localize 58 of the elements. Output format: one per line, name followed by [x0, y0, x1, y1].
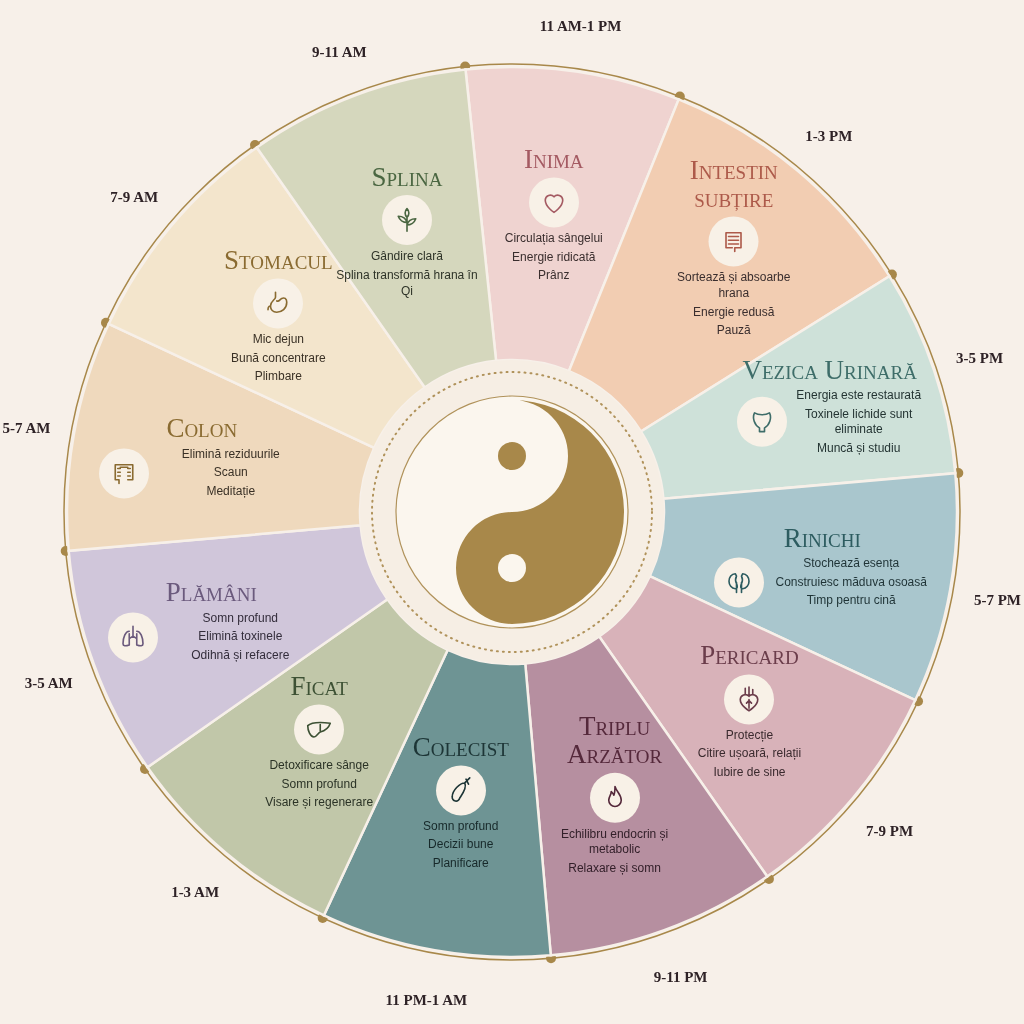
description-text: Citire ușoară, relații [697, 746, 802, 763]
description-text: Elimină toxinele [198, 629, 283, 646]
organ-title: Rinichi [783, 524, 861, 553]
organ-title: Pericard [700, 641, 799, 671]
time-label: 11 AM-1 PM [538, 11, 623, 36]
description-text: Somn profund [281, 777, 357, 793]
description-text: Somn profund [202, 611, 278, 627]
time-label: 9-11 PM [652, 963, 709, 988]
description-text: Meditație [206, 484, 256, 500]
description-text: Energie ridicată [512, 250, 596, 266]
organ-title: Plămâni [165, 578, 257, 608]
description-text: Decizii bune [428, 837, 494, 854]
description-text: Relaxare și somn [568, 860, 661, 877]
description-text: Detoxificare sânge [269, 758, 369, 775]
time-label: 9-11 AM [311, 38, 368, 63]
organ-title: Colon [166, 414, 238, 444]
description-text: Toxinele lichide sunt eliminate [804, 406, 914, 438]
description-text: Circulația sângelui [504, 231, 603, 248]
description-text: Stochează esența [803, 556, 900, 573]
description-text: Somn profund [423, 819, 499, 835]
time-label: 5-7 PM [972, 585, 1023, 610]
description-text: Bună concentrare [230, 351, 326, 367]
time-label: 3-5 AM [23, 668, 74, 693]
description-text: Sortează și absoarbe hrana [676, 270, 792, 303]
description-text: Muncă și studiu [817, 440, 901, 457]
description-text: Scaun [213, 465, 248, 482]
description-text: Energie redusă [693, 305, 775, 321]
description-text: Iubire de sine [713, 765, 786, 781]
description-text: Splina transformă hrana în Qi [335, 267, 479, 300]
time-label: 3-5 PM [954, 343, 1005, 368]
time-label: 7-9 PM [865, 816, 915, 841]
description-text: Energia este restaurată [796, 387, 922, 404]
organ-title: Triplu Arzător [566, 711, 664, 769]
time-label: 1-3 AM [170, 877, 221, 902]
description-text: Echilibru endocrin și metabolic [559, 826, 670, 858]
organ-title: Inima [523, 145, 584, 174]
organ-title: Stomacul [224, 246, 333, 275]
description-text: Mic dejun [252, 332, 304, 349]
description-text: Plimbare [254, 369, 302, 386]
description-text: Gândire clară [370, 249, 443, 265]
organ-title: Ficat [290, 672, 348, 701]
time-label: 7-9 AM [109, 183, 160, 208]
description-text: Pauză [716, 323, 751, 340]
time-label: 5-7 AM [1, 414, 52, 439]
description-text: Odihnă și refacere [191, 648, 290, 664]
description-text: Protecție [725, 728, 774, 744]
organ-title: Intestin subțire [688, 156, 779, 213]
time-label: 11 PM-1 AM [384, 985, 469, 1010]
description-text: Elimină reziduurile [181, 447, 280, 463]
description-text: Construiesc măduva osoasă [775, 575, 927, 591]
organ-title: Splina [371, 162, 443, 192]
organ-title: Vezica Urinară [742, 355, 917, 384]
description-text: Planificare [432, 856, 489, 873]
time-label: 1-3 PM [804, 122, 854, 147]
organ-title: Colecist [412, 732, 509, 762]
description-text: Prânz [538, 268, 570, 285]
description-text: Visare și regenerare [265, 795, 374, 812]
description-text: Timp pentru cină [806, 593, 896, 610]
